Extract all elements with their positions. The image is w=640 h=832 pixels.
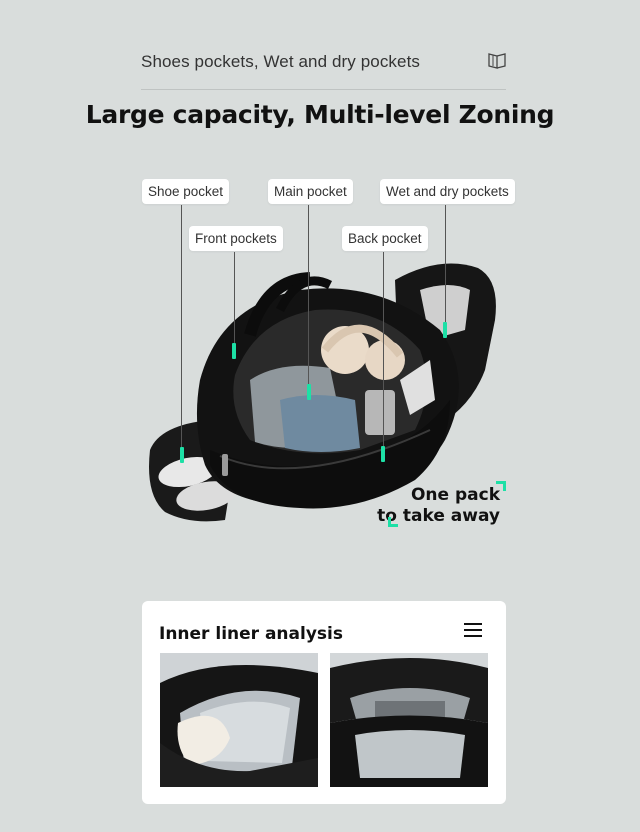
- page-title: Large capacity, Multi-level Zoning: [85, 100, 555, 129]
- leader-front-pockets: [234, 252, 235, 354]
- marker-main-pocket: [307, 384, 311, 400]
- marker-front-pockets: [232, 343, 236, 359]
- corner-bracket-top-right: [496, 481, 506, 491]
- leader-shoe-pocket: [181, 205, 182, 450]
- leader-main-pocket: [308, 205, 309, 390]
- slogan-line-2: to take away: [377, 506, 500, 526]
- leader-back-pocket: [383, 252, 384, 452]
- card-title: Inner liner analysis: [159, 624, 343, 644]
- corner-bracket-bottom-left: [388, 517, 398, 527]
- shoe-right: [176, 481, 236, 511]
- slogan: One pack to take away: [377, 485, 500, 527]
- label-main-pocket: Main pocket: [268, 179, 353, 204]
- front-panel: [210, 400, 450, 509]
- label-shoe-pocket: Shoe pocket: [142, 179, 230, 204]
- clothing-blue: [280, 395, 360, 452]
- label-wet-dry-pockets: Wet and dry pockets: [380, 179, 515, 204]
- header-divider: [141, 89, 506, 90]
- leader-wet-dry: [445, 205, 446, 327]
- label-front-pockets: Front pockets: [189, 226, 283, 251]
- marker-back-pocket: [381, 446, 385, 462]
- liner-photo-left: [160, 653, 318, 787]
- gadget: [365, 390, 395, 435]
- bag-handle-left: [244, 272, 311, 337]
- section-subtitle: Shoes pockets, Wet and dry pockets: [141, 52, 421, 71]
- liner-photo-right: [330, 653, 488, 787]
- label-back-pocket: Back pocket: [342, 226, 428, 251]
- liner-card: Inner liner analysis: [142, 601, 506, 804]
- zipper-pull: [222, 454, 228, 476]
- marker-wet-dry: [443, 322, 447, 338]
- slogan-line-1: One pack: [410, 485, 500, 505]
- book-icon: [488, 53, 506, 69]
- shoe-left: [158, 456, 218, 488]
- bag-illustration: [149, 263, 496, 522]
- marker-shoe-pocket: [180, 447, 184, 463]
- cosmetic-bottle: [400, 360, 435, 415]
- menu-icon[interactable]: [464, 622, 482, 638]
